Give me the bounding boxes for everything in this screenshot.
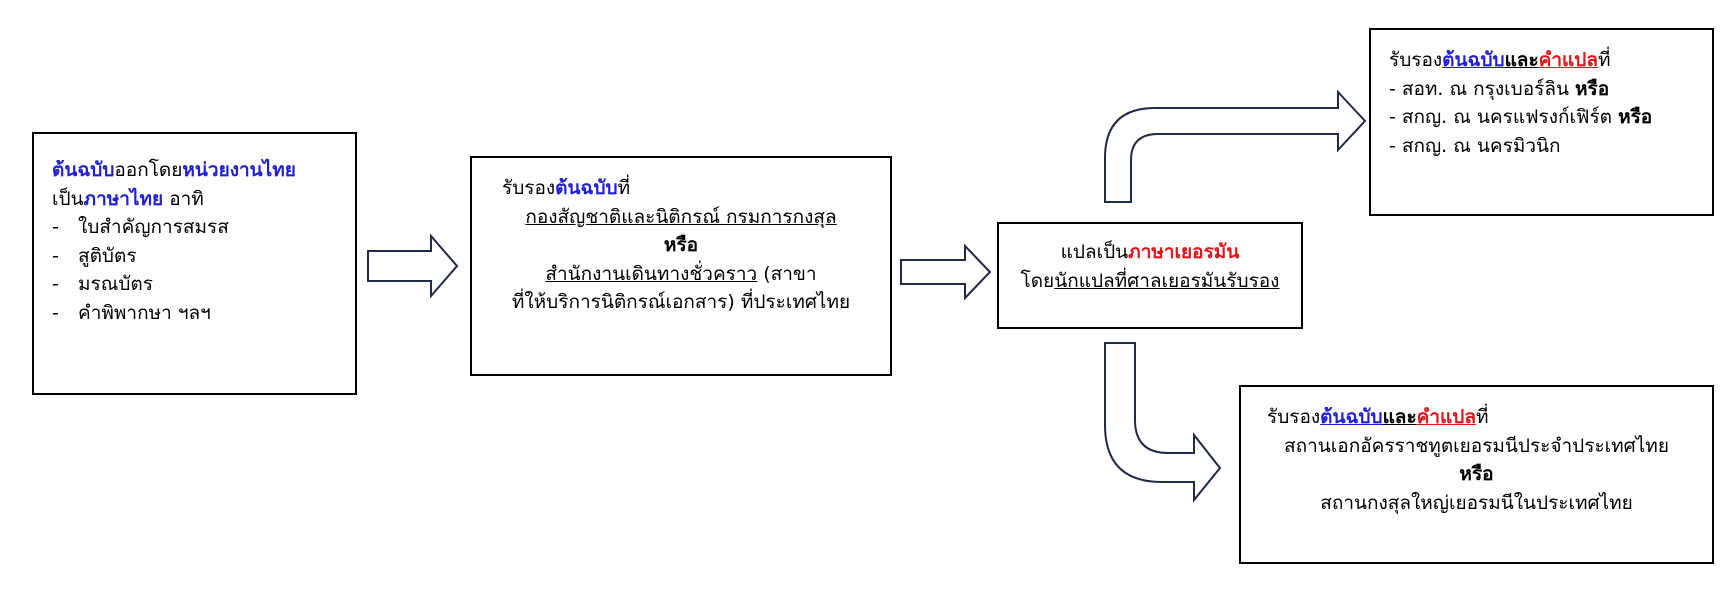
box5-at-label: ที่	[1476, 406, 1489, 428]
box3-sworn-translator-label: นักแปลที่ศาลเยอรมันรับรอง	[1054, 269, 1280, 292]
box1-such-as-label: อาทิ	[163, 187, 204, 210]
box-thai-original-document: ต้นฉบับออกโดยหน่วยงานไทย เป็นภาษาไทย อาท…	[32, 132, 357, 395]
box2-or-label: หรือ	[663, 234, 699, 256]
box3-translate-to-label: แปลเป็น	[1060, 241, 1129, 263]
box1-issued-by-label: ออกโดย	[114, 159, 183, 181]
box3-german-language-label: ภาษาเยอรมัน	[1128, 241, 1240, 263]
box5-or-label: หรือ	[1459, 463, 1494, 485]
box5-german-embassy: สถานเอกอัครราชทูตเยอรมนีประจำประเทศไทย	[1284, 434, 1669, 457]
box1-thai-agency-label: หน่วยงานไทย	[182, 159, 296, 181]
arrow-box3-to-box5	[1104, 342, 1222, 503]
box3-line2: โดยนักแปลที่ศาลเยอรมันรับรอง	[1005, 267, 1295, 296]
box-german-translation: แปลเป็นภาษาเยอรมัน โดยนักแปลที่ศาลเยอรมั…	[997, 222, 1303, 329]
box4-item-frankfurt: - สกญ. ณ นครแฟรงก์เฟิร์ต หรือ	[1389, 106, 1653, 128]
box1-line1: ต้นฉบับออกโดยหน่วยงานไทย	[52, 156, 339, 185]
box4-item-munich: - สกญ. ณ นครมิวนิก	[1389, 134, 1561, 157]
box2-certify-label: รับรอง	[502, 177, 556, 199]
arrow-box3-to-box4	[1104, 89, 1367, 203]
box4-at-label: ที่	[1598, 49, 1611, 71]
arrow-box2-to-box3	[900, 243, 992, 301]
box-certify-in-germany: รับรองต้นฉบับและคำแปลที่ - สอท. ณ กรุงเบ…	[1369, 28, 1714, 216]
box4-original-label: ต้นฉบับ	[1442, 49, 1505, 71]
box-certify-german-embassy-thailand: รับรองต้นฉบับและคำแปลที่ สถานเอกอัครราชท…	[1239, 385, 1714, 564]
box2-consular-division: กองสัญชาติและนิติกรณ์ กรมการกงสุล	[525, 205, 837, 228]
box1-document-list: -ใบสำคัญการสมรส -สูติบัตร -มรณบัตร -คำพิ…	[52, 213, 339, 327]
box4-translation-label: คำแปล	[1538, 49, 1599, 71]
box5-line1: รับรองต้นฉบับและคำแปลที่	[1251, 403, 1702, 432]
list-item: -มรณบัตร	[52, 273, 153, 295]
box1-line2: เป็นภาษาไทย อาทิ	[52, 185, 339, 214]
box4-line1: รับรองต้นฉบับและคำแปลที่	[1389, 46, 1702, 75]
box5-certify-label: รับรอง	[1267, 406, 1321, 428]
box4-item-berlin: - สอท. ณ กรุงเบอร์ลิน หรือ	[1389, 77, 1610, 100]
list-item: -สูติบัตร	[52, 244, 137, 267]
list-item: -คำพิพากษา ฯลฯ	[52, 301, 211, 324]
box-certify-original-thailand: รับรองต้นฉบับที่ กองสัญชาติและนิติกรณ์ ก…	[470, 156, 892, 376]
box1-original-label: ต้นฉบับ	[52, 159, 115, 181]
box5-translation-label: คำแปล	[1416, 406, 1477, 428]
box5-and-label: และ	[1382, 406, 1417, 428]
box3-by-label: โดย	[1020, 269, 1055, 292]
box2-line1: รับรองต้นฉบับที่	[482, 174, 880, 203]
box3-line1: แปลเป็นภาษาเยอรมัน	[1005, 238, 1295, 267]
box2-temporary-office: สำนักงานเดินทางชั่วคราว	[545, 262, 758, 285]
arrow-box1-to-box2	[367, 233, 459, 299]
box5-german-consulate: สถานกงสุลใหญ่เยอรมนีในประเทศไทย	[1320, 491, 1633, 514]
box1-in-label: เป็น	[52, 187, 84, 210]
list-item: -ใบสำคัญการสมรส	[52, 216, 229, 238]
box4-or-label-2: หรือ	[1618, 106, 1653, 128]
box2-branch-label: (สาขา	[757, 262, 817, 285]
box2-original-label: ต้นฉบับ	[555, 177, 618, 199]
box4-and-label: และ	[1504, 49, 1539, 71]
box5-original-label: ต้นฉบับ	[1320, 406, 1383, 428]
box1-thai-language-label: ภาษาไทย	[83, 187, 164, 210]
box2-at-label: ที่	[617, 177, 631, 199]
box2-line5: ที่ให้บริการนิติกรณ์เอกสาร) ที่ประเทศไทย	[511, 291, 851, 313]
box4-certify-label: รับรอง	[1389, 49, 1443, 71]
box2-line4: สำนักงานเดินทางชั่วคราว (สาขา	[482, 260, 880, 289]
box4-or-label-1: หรือ	[1575, 77, 1610, 100]
